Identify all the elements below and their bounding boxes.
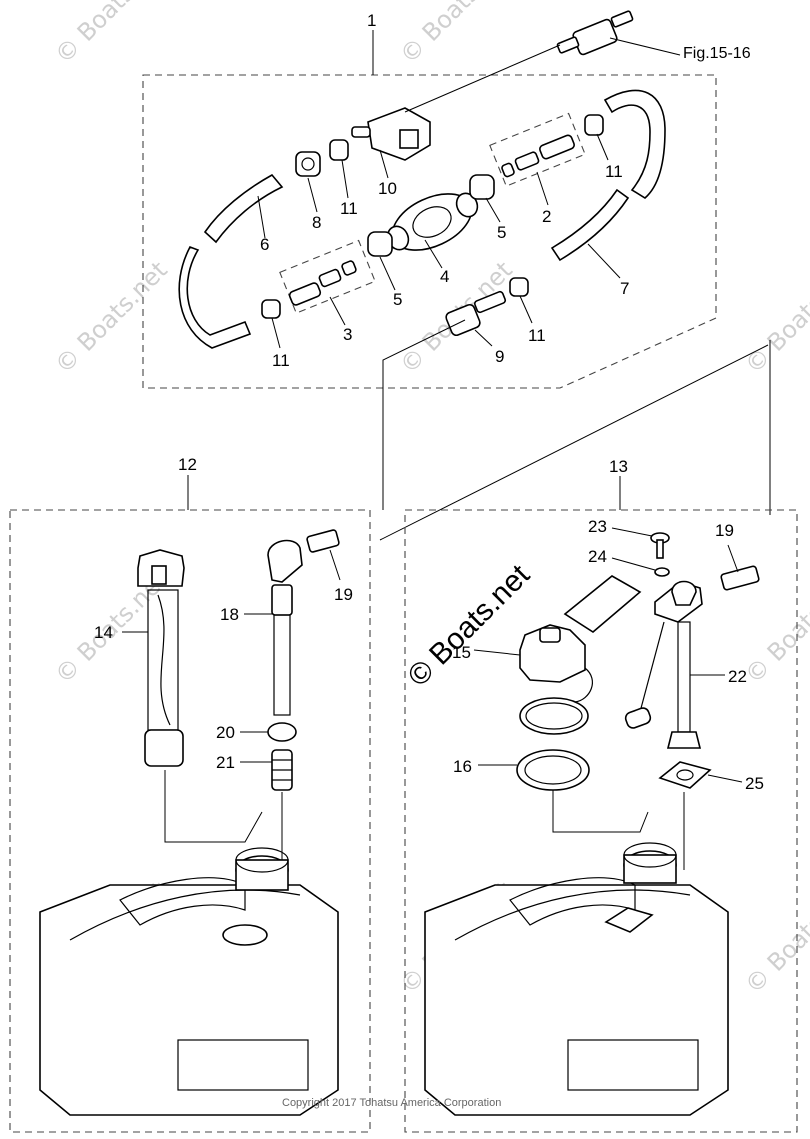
hose-band-11 <box>329 139 349 161</box>
watermark: © Boats.net <box>49 256 172 379</box>
hose-band-11 <box>509 277 529 297</box>
callout-12: 12 <box>178 455 197 474</box>
watermark: © Boats.net <box>739 256 810 379</box>
callout-21: 21 <box>216 753 235 772</box>
callout-25: 25 <box>745 774 764 793</box>
hose-band-5 <box>469 174 495 200</box>
caution-label <box>563 575 642 633</box>
primer-bulb-4 <box>386 192 479 269</box>
callout-6: 6 <box>260 235 269 254</box>
fuel-tank-left <box>39 847 339 1116</box>
watermark: © Boats.net <box>394 0 517 69</box>
callout-14: 14 <box>94 623 113 642</box>
group-1-outline <box>142 74 717 389</box>
group-12-outline <box>9 509 371 1133</box>
callout-5: 5 <box>497 223 506 242</box>
callout-11: 11 <box>272 351 290 370</box>
callouts: 1 10 8 11 6 4 5 5 2 11 7 11 3 9 11 12 13… <box>94 11 764 793</box>
callout-9: 9 <box>495 347 504 366</box>
callout-2: 2 <box>542 207 551 226</box>
fuel-joint-19 <box>720 544 760 591</box>
callout-1: 1 <box>367 11 376 30</box>
gasket-16 <box>478 749 590 791</box>
fuel-connector-9 <box>445 290 507 347</box>
callout-24: 24 <box>588 547 607 566</box>
callout-11: 11 <box>528 326 546 345</box>
callout-3: 3 <box>343 325 352 344</box>
callout-23: 23 <box>588 517 607 536</box>
hose-clip-8 <box>295 151 321 177</box>
fuel-cap-15 <box>473 624 593 735</box>
copyright-notice: Copyright 2017 Tohatsu America Corporati… <box>282 1097 501 1109</box>
callout-18: 18 <box>220 605 239 624</box>
callout-13: 13 <box>609 457 628 476</box>
fuel-sender-22 <box>624 580 725 749</box>
callout-19: 19 <box>715 521 734 540</box>
callout-7: 7 <box>620 279 629 298</box>
fuel-hose-6 <box>203 173 284 244</box>
fuel-filter-21 <box>240 749 293 791</box>
hose-band-11 <box>584 114 604 136</box>
fuel-pickup-18 <box>244 539 303 716</box>
fuel-connector-top <box>556 10 681 56</box>
fuel-hose-7 <box>603 89 666 199</box>
gasket-25 <box>658 761 743 789</box>
callout-19: 19 <box>334 585 353 604</box>
watermark-group: © Boats.net © Boats.net © Boats.net © Bo… <box>49 0 810 999</box>
fuel-joint-19 <box>306 529 341 581</box>
hose-band-11 <box>261 299 281 319</box>
group-13-outline <box>404 509 798 1133</box>
washer-24 <box>611 557 670 577</box>
watermark: © Boats.net <box>739 876 810 999</box>
o-ring-20 <box>267 722 297 742</box>
callout-22: 22 <box>728 667 747 686</box>
watermark-main: © Boats.net <box>402 558 537 693</box>
callout-11: 11 <box>340 199 358 218</box>
callout-11: 11 <box>605 162 623 181</box>
fuel-tank-right <box>424 842 729 1116</box>
figure-reference: Fig.15-16 <box>683 45 751 62</box>
check-valve-3 <box>279 239 376 326</box>
callout-15: 15 <box>452 643 471 662</box>
callout-8: 8 <box>312 213 321 232</box>
callout-10: 10 <box>378 179 397 198</box>
hose-band-5 <box>367 231 393 257</box>
screw-23 <box>611 527 670 559</box>
callout-4: 4 <box>440 267 449 286</box>
callout-5: 5 <box>393 290 402 309</box>
callout-20: 20 <box>216 723 235 742</box>
fuel-gauge-14 <box>122 549 185 767</box>
callout-16: 16 <box>453 757 472 776</box>
fuel-joint-10 <box>351 44 561 179</box>
watermark: © Boats.net <box>49 0 172 69</box>
check-valve-2 <box>489 112 586 206</box>
